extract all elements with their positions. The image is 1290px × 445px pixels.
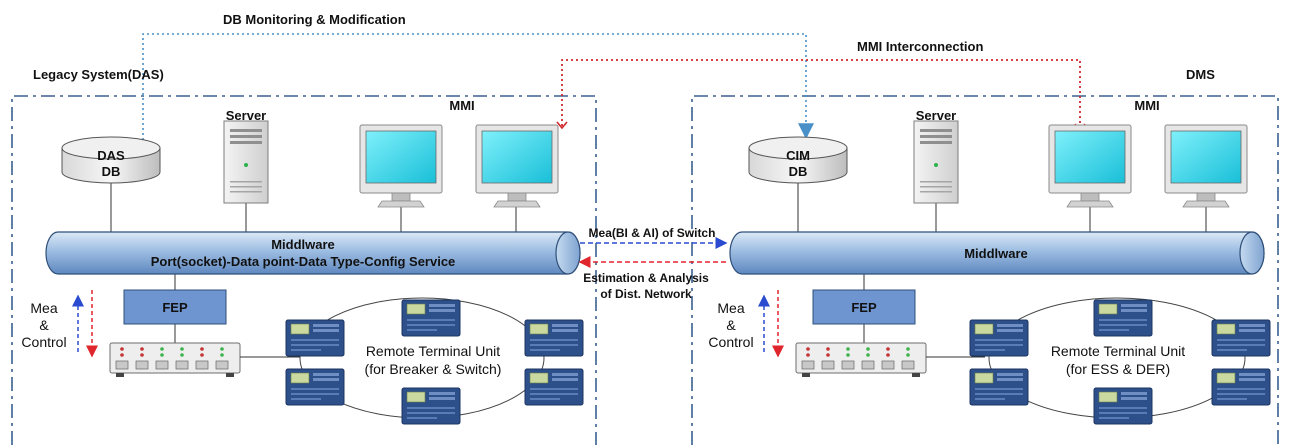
- left-control-label: Control: [21, 334, 66, 350]
- right-rtu-5-icon: [1093, 387, 1153, 425]
- mmi-interconnection-connector: [561, 59, 1081, 128]
- cim-db-label-2: DB: [789, 164, 808, 179]
- right-amp-label: &: [726, 317, 736, 333]
- right-mea-label: Mea: [717, 300, 744, 316]
- left-middleware-label-1: Middlware: [271, 237, 335, 252]
- right-fep-box: [812, 289, 916, 325]
- right-middleware-pipe: [729, 231, 1265, 275]
- left-server-label: Server: [226, 108, 266, 123]
- left-rtu-6-icon: [524, 368, 584, 406]
- right-network-switch-icon: [795, 342, 927, 378]
- legacy-system-title: Legacy System(DAS): [33, 67, 164, 82]
- dms-title: DMS: [1186, 67, 1215, 82]
- right-rtu-4-icon: [969, 368, 1029, 406]
- left-rtu-label-1: Remote Terminal Unit: [366, 343, 500, 359]
- right-rtu-1-icon: [969, 319, 1029, 357]
- das-db-label-2: DB: [102, 164, 121, 179]
- right-server-label: Server: [916, 108, 956, 123]
- right-rtu-label-2: (for ESS & DER): [1066, 361, 1170, 377]
- right-server-icon: [913, 120, 959, 204]
- left-mmi-monitor-2-icon: [475, 124, 559, 208]
- db-monitoring-label: DB Monitoring & Modification: [223, 12, 406, 27]
- left-rtu-5-icon: [401, 387, 461, 425]
- right-mmi-monitor-2-icon: [1164, 124, 1248, 208]
- mmi-arrowhead-left: [556, 121, 568, 130]
- right-control-label: Control: [708, 334, 753, 350]
- right-middleware-label: Middlware: [964, 246, 1028, 261]
- left-rtu-2-icon: [401, 299, 461, 337]
- left-server-icon: [223, 120, 269, 204]
- left-mmi-monitor-1-icon: [359, 124, 443, 208]
- left-rtu-1-icon: [285, 319, 345, 357]
- right-mmi-monitor-1-icon: [1048, 124, 1132, 208]
- left-rtu-4-icon: [285, 368, 345, 406]
- legacy-system-boundary: [11, 95, 597, 445]
- cim-db-cylinder: [748, 136, 848, 184]
- right-fep-label: FEP: [851, 300, 877, 315]
- right-rtu-6-icon: [1211, 368, 1271, 406]
- left-fep-box: [123, 289, 227, 325]
- mmi-interconnection-label: MMI Interconnection: [857, 39, 983, 54]
- left-middleware-pipe: [45, 231, 581, 275]
- left-middleware-label-2: Port(socket)-Data point-Data Type-Config…: [151, 254, 456, 269]
- estimation-label-1: Estimation & Analysis: [583, 271, 709, 285]
- das-db-cylinder: [61, 136, 161, 184]
- cim-db-label-1: CIM: [786, 148, 810, 163]
- db-monitoring-connector: [142, 33, 814, 140]
- dms-system-boundary: [691, 95, 1279, 445]
- left-mea-label: Mea: [30, 300, 57, 316]
- left-rtu-label-2: (for Breaker & Switch): [365, 361, 502, 377]
- das-db-label-1: DAS: [97, 148, 125, 163]
- right-mmi-label: MMI: [1134, 98, 1159, 113]
- mea-switch-label: Mea(BI & AI) of Switch: [589, 226, 716, 240]
- right-rtu-label-1: Remote Terminal Unit: [1051, 343, 1185, 359]
- left-amp-label: &: [39, 317, 49, 333]
- left-rtu-3-icon: [524, 319, 584, 357]
- left-fep-label: FEP: [162, 300, 188, 315]
- right-rtu-3-icon: [1211, 319, 1271, 357]
- left-mmi-label: MMI: [449, 98, 474, 113]
- right-rtu-2-icon: [1093, 299, 1153, 337]
- left-network-switch-icon: [109, 342, 241, 378]
- estimation-label-2: of Dist. Network: [600, 287, 692, 301]
